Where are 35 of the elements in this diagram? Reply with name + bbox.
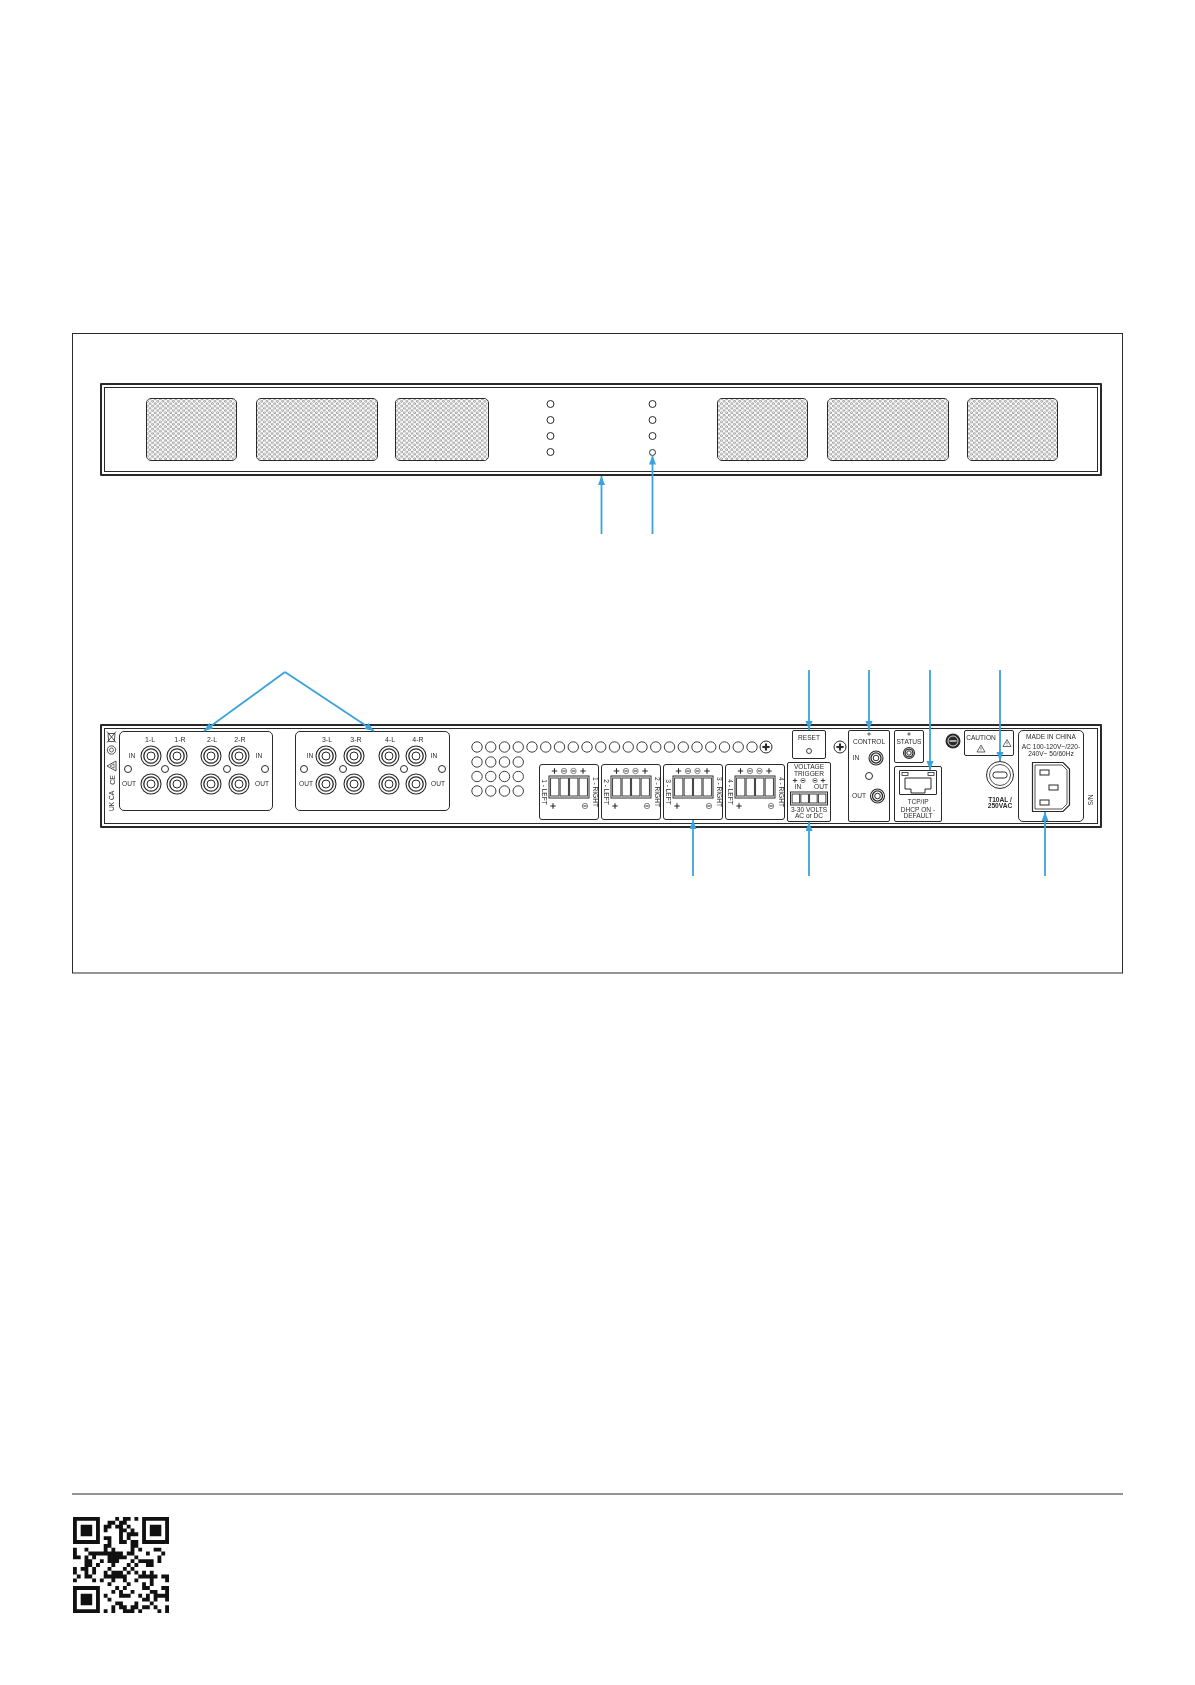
speaker-terminal-block xyxy=(601,764,661,820)
status-port-panel xyxy=(894,730,924,763)
reset-panel xyxy=(792,730,826,759)
speaker-terminal-block xyxy=(725,764,785,820)
ethernet-port xyxy=(899,770,937,795)
leader-arrow xyxy=(1041,811,1049,877)
leader-arrow xyxy=(689,819,697,877)
vent-grille xyxy=(717,398,808,461)
leader-arrow xyxy=(805,669,813,731)
caution-sticker xyxy=(964,730,1014,756)
leader-arrow xyxy=(284,671,375,732)
vent-grille xyxy=(966,398,1058,461)
vent-grille xyxy=(255,398,378,461)
leader-arrow xyxy=(649,454,656,535)
rca-jack-panel xyxy=(295,731,450,811)
front-panel xyxy=(100,383,1102,476)
network-port-panel xyxy=(894,766,942,822)
leader-arrow xyxy=(926,669,934,771)
rca-jack-panel xyxy=(119,731,273,811)
power-inlet-socket xyxy=(1032,762,1070,812)
leader-arrow xyxy=(865,669,873,731)
speaker-terminal-block xyxy=(539,764,599,820)
trigger-terminal-block xyxy=(787,762,831,822)
fuse-holder xyxy=(986,761,1014,789)
speaker-terminal-block xyxy=(663,764,723,820)
control-port-panel xyxy=(848,730,890,822)
leader-arrow xyxy=(996,669,1004,762)
leader-arrow xyxy=(598,475,605,535)
power-inlet-panel xyxy=(1018,730,1084,822)
leader-arrow xyxy=(805,821,813,877)
rear-panel xyxy=(100,724,1102,828)
vent-grille xyxy=(395,398,489,461)
vent-grille xyxy=(827,398,949,461)
leader-arrow xyxy=(203,671,286,732)
vent-grille xyxy=(145,398,237,461)
